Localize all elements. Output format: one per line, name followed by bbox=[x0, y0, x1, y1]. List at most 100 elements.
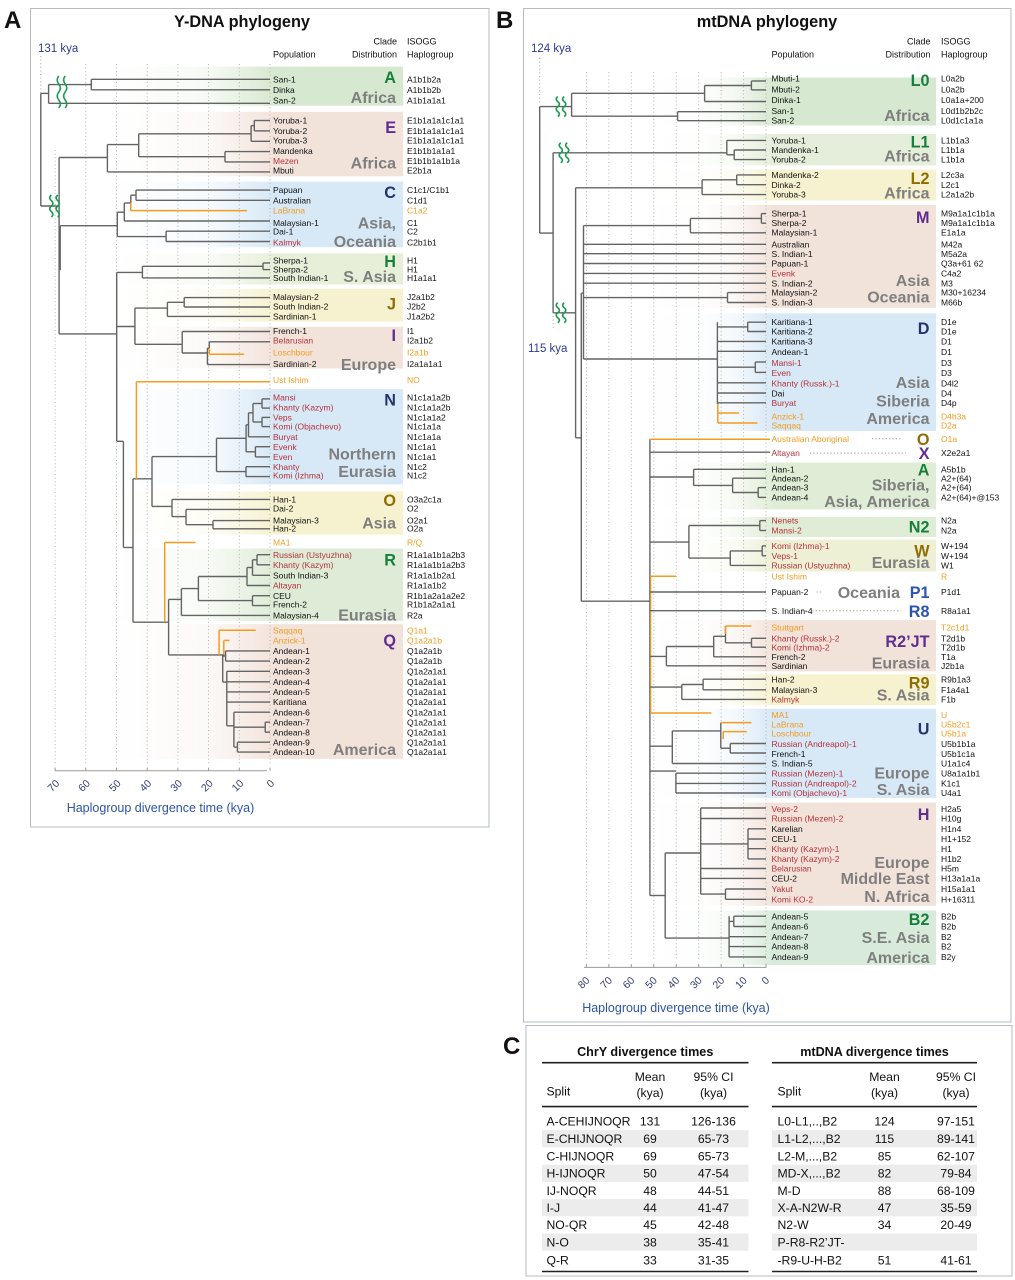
svg-text:L0a2b: L0a2b bbox=[941, 74, 965, 84]
svg-text:34: 34 bbox=[878, 1218, 892, 1232]
svg-text:I2a1a1a1: I2a1a1a1 bbox=[407, 359, 443, 369]
svg-text:Andean-3: Andean-3 bbox=[273, 666, 310, 676]
svg-text:P1d1: P1d1 bbox=[941, 587, 961, 597]
svg-text:N-O: N-O bbox=[547, 1236, 569, 1250]
svg-text:Nenets: Nenets bbox=[772, 516, 799, 526]
svg-text:Eurasia: Eurasia bbox=[872, 555, 930, 572]
svg-text:45: 45 bbox=[643, 1218, 657, 1232]
svg-text:126-136: 126-136 bbox=[691, 1114, 736, 1128]
svg-text:44: 44 bbox=[643, 1201, 657, 1215]
svg-text:mtDNA phylogeny: mtDNA phylogeny bbox=[697, 13, 838, 31]
svg-text:Karelian: Karelian bbox=[772, 824, 803, 834]
svg-text:C1a2: C1a2 bbox=[407, 206, 428, 216]
svg-text:Khanty (Kazym): Khanty (Kazym) bbox=[273, 560, 334, 570]
svg-text:H5m: H5m bbox=[941, 864, 959, 874]
svg-text:R9: R9 bbox=[909, 675, 930, 693]
svg-text:L0-L1,..,B2: L0-L1,..,B2 bbox=[778, 1114, 838, 1128]
svg-text:(kya): (kya) bbox=[871, 1086, 898, 1100]
svg-text:H: H bbox=[384, 253, 396, 271]
svg-text:Saqqaq: Saqqaq bbox=[273, 625, 303, 635]
svg-text:Q1a2a1a1: Q1a2a1a1 bbox=[407, 687, 447, 697]
svg-text:33: 33 bbox=[643, 1254, 657, 1268]
svg-text:W+194: W+194 bbox=[941, 551, 968, 561]
svg-text:H: H bbox=[918, 806, 930, 824]
svg-text:Q1a2a1b: Q1a2a1b bbox=[407, 636, 442, 646]
svg-text:French-1: French-1 bbox=[273, 326, 307, 336]
svg-text:M5a2a: M5a2a bbox=[941, 249, 967, 259]
svg-text:65-73: 65-73 bbox=[698, 1149, 729, 1163]
svg-text:Q3a+61 62: Q3a+61 62 bbox=[941, 259, 984, 269]
svg-text:L1b1a: L1b1a bbox=[941, 145, 965, 155]
svg-text:H13a1a1a: H13a1a1a bbox=[941, 874, 981, 884]
svg-text:Asia,: Asia, bbox=[358, 216, 396, 233]
svg-text:N1c2: N1c2 bbox=[407, 470, 427, 480]
svg-text:W1: W1 bbox=[941, 561, 954, 571]
svg-text:CEU-2: CEU-2 bbox=[772, 874, 798, 884]
svg-text:Haplogroup divergence time (ky: Haplogroup divergence time (kya) bbox=[582, 1001, 770, 1015]
svg-text:MA1: MA1 bbox=[273, 537, 291, 547]
svg-text:R/Q: R/Q bbox=[407, 537, 423, 547]
svg-text:Komi (Objachevo)-1: Komi (Objachevo)-1 bbox=[772, 788, 848, 798]
svg-text:L0: L0 bbox=[911, 72, 930, 90]
svg-text:N2: N2 bbox=[909, 519, 930, 537]
svg-text:D1e: D1e bbox=[941, 317, 957, 327]
svg-text:Khanty (Kazym)-1: Khanty (Kazym)-1 bbox=[772, 844, 840, 854]
svg-text:Han-2: Han-2 bbox=[273, 524, 296, 534]
svg-text:41-47: 41-47 bbox=[698, 1201, 729, 1215]
svg-text:Andean-10: Andean-10 bbox=[273, 747, 315, 757]
svg-text:Russian (Ustyuzhna): Russian (Ustyuzhna) bbox=[772, 561, 851, 571]
svg-text:MA1: MA1 bbox=[772, 710, 790, 720]
svg-text:C-HIJNOQR: C-HIJNOQR bbox=[547, 1149, 615, 1163]
svg-text:N1c1a1a2b: N1c1a1a2b bbox=[407, 392, 451, 402]
svg-text:ChrY divergence times: ChrY divergence times bbox=[577, 1045, 713, 1059]
svg-text:Clade: Clade bbox=[373, 37, 397, 47]
svg-text:Yoruba-1: Yoruba-1 bbox=[772, 136, 806, 146]
svg-text:A-CEHIJNOQR: A-CEHIJNOQR bbox=[547, 1114, 631, 1128]
svg-text:L0a2b: L0a2b bbox=[941, 85, 965, 95]
svg-text:Malaysian-3: Malaysian-3 bbox=[273, 515, 319, 525]
svg-text:Andean-2: Andean-2 bbox=[772, 473, 809, 483]
svg-text:I-J: I-J bbox=[547, 1201, 561, 1215]
svg-text:N1c1a1a2b: N1c1a1a2b bbox=[407, 402, 451, 412]
svg-text:mtDNA divergence times: mtDNA divergence times bbox=[800, 1045, 949, 1059]
svg-text:C1d1: C1d1 bbox=[407, 195, 428, 205]
svg-text:CEU: CEU bbox=[273, 591, 291, 601]
svg-text:America: America bbox=[333, 742, 396, 759]
svg-text:K1c1: K1c1 bbox=[941, 779, 961, 789]
svg-text:124: 124 bbox=[874, 1114, 895, 1128]
svg-text:M: M bbox=[916, 209, 929, 227]
svg-text:P1: P1 bbox=[910, 584, 930, 602]
svg-text:H+16311: H+16311 bbox=[941, 894, 975, 904]
svg-text:L2a1a2b: L2a1a2b bbox=[941, 190, 974, 200]
svg-text:R9b1a3: R9b1a3 bbox=[941, 674, 971, 684]
svg-text:D1: D1 bbox=[941, 337, 952, 347]
svg-text:X-A-N2W-R: X-A-N2W-R bbox=[778, 1201, 842, 1215]
svg-text:S. Asia: S. Asia bbox=[343, 269, 396, 286]
svg-text:L0a1a+200: L0a1a+200 bbox=[941, 95, 984, 105]
svg-text:D4l2: D4l2 bbox=[941, 378, 959, 388]
svg-text:J2b1a: J2b1a bbox=[941, 661, 964, 671]
svg-text:San-1: San-1 bbox=[273, 74, 296, 84]
svg-text:L0d1b2b2c: L0d1b2b2c bbox=[941, 106, 984, 116]
svg-text:N1c1a1a: N1c1a1a bbox=[407, 432, 441, 442]
svg-text:H2a5: H2a5 bbox=[941, 804, 962, 814]
svg-text:Q1a2a1a1: Q1a2a1a1 bbox=[407, 747, 447, 757]
svg-text:J1a2b2: J1a2b2 bbox=[407, 312, 435, 322]
svg-text:Mean: Mean bbox=[635, 1070, 666, 1084]
svg-text:Andean-4: Andean-4 bbox=[273, 677, 310, 687]
svg-text:L1-L2,...,B2: L1-L2,...,B2 bbox=[778, 1132, 841, 1146]
svg-text:O2a: O2a bbox=[407, 524, 423, 534]
svg-text:Q1a2a1a1: Q1a2a1a1 bbox=[407, 727, 447, 737]
svg-text:68-109: 68-109 bbox=[937, 1184, 975, 1198]
svg-text:U1a1c4: U1a1c4 bbox=[941, 759, 971, 769]
svg-text:X2e2a1: X2e2a1 bbox=[941, 448, 971, 458]
svg-text:IJ-NOQR: IJ-NOQR bbox=[547, 1184, 597, 1198]
svg-text:M-D: M-D bbox=[778, 1184, 801, 1198]
svg-text:Africa: Africa bbox=[884, 108, 929, 125]
svg-text:T1a: T1a bbox=[941, 652, 956, 662]
svg-text:97-151: 97-151 bbox=[937, 1114, 975, 1128]
svg-text:Europe: Europe bbox=[874, 855, 929, 872]
svg-text:65-73: 65-73 bbox=[698, 1132, 729, 1146]
svg-text:P-R8-R2’JT-: P-R8-R2’JT- bbox=[778, 1236, 845, 1250]
svg-text:Karitiana-3: Karitiana-3 bbox=[772, 337, 813, 347]
